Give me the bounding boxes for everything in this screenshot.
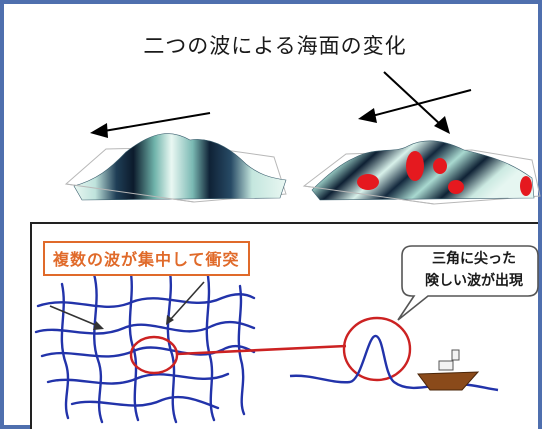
zoom-connector-line <box>176 344 347 356</box>
crossing-waves-surface <box>302 140 541 205</box>
collision-arrow <box>49 305 99 327</box>
collision-arrow <box>169 281 205 321</box>
wave-direction-arrows <box>90 71 472 138</box>
speech-bubble-text: 三角に尖った 険しい波が出現 <box>414 248 534 292</box>
boat-icon <box>417 349 480 391</box>
wave-direction-arrow <box>103 112 211 132</box>
speech-bubble-line: 三角に尖った <box>432 251 516 267</box>
speech-bubble-line: 険しい波が出現 <box>425 273 523 289</box>
wave-crest-spot <box>357 174 379 190</box>
wave-crest-spot <box>520 176 532 196</box>
arrow-head-icon <box>358 108 377 123</box>
panel-label: 複数の波が集中して衝突 <box>43 241 250 276</box>
wave-collision-illustration <box>34 245 539 424</box>
wave-crest-spot <box>406 151 424 181</box>
collision-panel: 複数の波が集中して衝突 三角に尖った 険しい波が出現 <box>30 222 539 429</box>
arrow-head-icon <box>434 116 450 134</box>
wave-direction-arrow <box>371 89 472 117</box>
arrow-head-icon <box>166 315 174 325</box>
speech-bubble <box>397 245 539 321</box>
wave-crest-spot <box>433 158 447 174</box>
figure-title: 二つの波による海面の変化 <box>143 34 407 58</box>
wave-crest-spot <box>448 180 464 194</box>
arrow-head-icon <box>90 123 108 138</box>
arrow-head-icon <box>93 321 104 330</box>
single-wave-surface <box>64 133 287 203</box>
collision-arrows <box>49 281 205 330</box>
collision-highlight-circle <box>129 335 179 375</box>
zoom-circle <box>342 316 412 382</box>
wave-surface-illustrations <box>64 71 541 205</box>
crossing-wave-mesh <box>34 266 256 424</box>
wave-direction-arrow <box>383 71 442 126</box>
